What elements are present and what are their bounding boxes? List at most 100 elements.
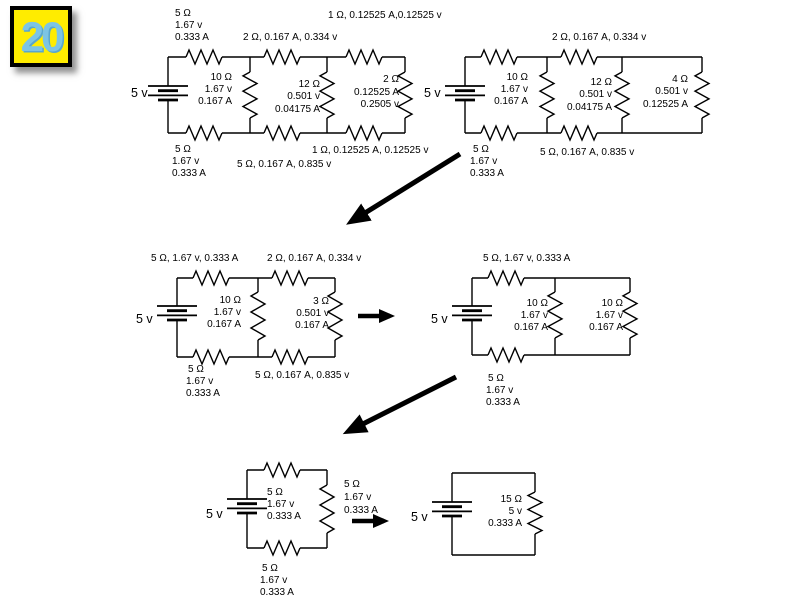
circuit-6-battery <box>432 501 472 518</box>
c2-bottom1-label: 0.333 A <box>470 168 504 179</box>
arrow-step3-to-step4 <box>342 374 458 435</box>
c3-top1-label: 5 Ω, 1.67 v, 0.333 A <box>151 253 239 264</box>
c1-shunt2-label: 12 Ω <box>299 79 321 90</box>
c5-bottom1-label: 1.67 v <box>260 575 287 586</box>
c1-shunt1-label: 1.67 v <box>205 84 232 95</box>
c2-shunt2-label: 0.501 v <box>579 89 612 100</box>
c5-right1-label: 5 Ω <box>344 479 360 490</box>
c1-shunt3-label: 0.2505 v <box>361 99 399 110</box>
c3-shunt1-label: 10 Ω <box>220 295 242 306</box>
c4-bottom1-label: 5 Ω <box>488 373 504 384</box>
c5-top1-label: 0.333 A <box>267 511 301 522</box>
c4-shunt1-label: 0.167 A <box>514 322 548 333</box>
circuit-5-wires <box>246 469 328 549</box>
resistor-10ohm-shunt <box>241 71 259 119</box>
c1-shunt1-label: 0.167 A <box>198 96 232 107</box>
circuit-1-battery <box>148 85 188 102</box>
resistor-10ohm-shunt <box>538 71 556 119</box>
circuit-2-battery <box>445 85 485 102</box>
c2-bottom2-label: 5 Ω, 0.167 A, 0.835 v <box>540 147 634 158</box>
c1-top2-label: 2 Ω, 0.167 A, 0.334 v <box>243 32 337 43</box>
c4-top1-label: 5 Ω, 1.67 v, 0.333 A <box>483 253 571 264</box>
c6-right1-label: 5 v <box>509 506 522 517</box>
circuit-3-battery <box>157 305 197 322</box>
c5-top1-label: 5 Ω <box>267 487 283 498</box>
circuit-6-final: 5 v 15 Ω 5 v 0.333 A <box>411 472 544 556</box>
c3-bottom1-label: 0.333 A <box>186 388 220 399</box>
circuit-2-step1: 5 v 2 Ω, 0.167 A, 0.334 v 10 Ω 1.67 v 0.… <box>424 32 711 179</box>
c5-right1-label: 1.67 v <box>344 492 371 503</box>
c2-shunt2-label: 0.04175 A <box>567 102 612 113</box>
resistor-5ohm-top <box>263 461 301 479</box>
resistor-5ohm-bottom-left <box>185 124 223 142</box>
c3-shunt2-label: 0.501 v <box>296 308 329 319</box>
c5-source-label: 5 v <box>206 507 223 521</box>
c3-shunt1-label: 0.167 A <box>207 319 241 330</box>
resistor-4ohm-shunt <box>693 71 711 119</box>
c2-top2-label: 2 Ω, 0.167 A, 0.334 v <box>552 32 646 43</box>
c1-bottom1-label: 5 Ω <box>175 144 191 155</box>
c4-shunt2-label: 0.167 A <box>589 322 623 333</box>
circuit-4-step3: 5 v 5 Ω, 1.67 v, 0.333 A 10 Ω 1.67 v 0.1… <box>431 253 639 408</box>
c1-shunt3-label: 2 Ω <box>383 74 399 85</box>
c1-top3-label: 1 Ω, 0.12525 A,0.12525 v <box>328 10 442 21</box>
resistor-2ohm-top <box>263 48 301 66</box>
c5-top1-label: 1.67 v <box>267 499 294 510</box>
c2-shunt3-label: 4 Ω <box>672 74 688 85</box>
c3-shunt2-label: 3 Ω <box>313 296 329 307</box>
c4-shunt1-label: 10 Ω <box>527 298 549 309</box>
c1-bottom1-label: 0.333 A <box>172 168 206 179</box>
c2-bottom1-label: 5 Ω <box>473 144 489 155</box>
c6-right1-label: 15 Ω <box>501 494 523 505</box>
circuit-2-wires <box>464 56 703 134</box>
resistor-5ohm-bottom-right <box>271 348 309 366</box>
c4-source-label: 5 v <box>431 312 448 326</box>
c4-shunt2-label: 10 Ω <box>602 298 624 309</box>
arrow-step1-to-step2 <box>346 151 462 225</box>
resistor-2ohm-top <box>271 269 309 287</box>
c5-bottom1-label: 5 Ω <box>262 563 278 574</box>
c3-shunt2-label: 0.167 A <box>295 320 329 331</box>
c6-right1-label: 0.333 A <box>488 518 522 529</box>
c3-shunt1-label: 1.67 v <box>214 307 241 318</box>
c1-top1-label: 1.67 v <box>175 20 202 31</box>
c1-bottom1-label: 1.67 v <box>172 156 199 167</box>
resistor-5ohm-top <box>192 269 230 287</box>
c3-top2-label: 2 Ω, 0.167 A, 0.334 v <box>267 253 361 264</box>
resistor-5ohm-bottom <box>263 539 301 557</box>
resistor-2ohm-top <box>560 48 598 66</box>
circuit-1-original: 5 v 5 Ω 1.67 v 0.333 A 2 Ω, 0.167 A, 0.3… <box>131 8 442 179</box>
c2-shunt1-label: 1.67 v <box>501 84 528 95</box>
resistor-5ohm-bottom <box>192 348 230 366</box>
resistor-1ohm-bottom <box>345 124 383 142</box>
c2-bottom1-label: 1.67 v <box>470 156 497 167</box>
c2-shunt1-label: 10 Ω <box>507 72 529 83</box>
resistor-5ohm-right <box>318 484 336 534</box>
c2-shunt3-label: 0.12525 A <box>643 99 688 110</box>
c1-source-label: 5 v <box>131 86 148 100</box>
circuit-4-battery <box>452 305 492 322</box>
c3-bottom1-label: 1.67 v <box>186 376 213 387</box>
resistor-12ohm-shunt <box>318 71 336 119</box>
c4-shunt1-label: 1.67 v <box>521 310 548 321</box>
resistor-10ohm-shunt <box>249 291 267 341</box>
resistor-5ohm-bottom <box>487 346 525 364</box>
c1-bottom2-label: 5 Ω, 0.167 A, 0.835 v <box>237 159 331 170</box>
circuit-3-step2: 5 v 5 Ω, 1.67 v, 0.333 A 2 Ω, 0.167 A, 0… <box>136 253 361 399</box>
c1-bottom3-label: 1 Ω, 0.12525 A, 0.12525 v <box>312 145 428 156</box>
circuit-5-battery <box>227 498 267 515</box>
resistor-5ohm-bottom-mid <box>560 124 598 142</box>
c4-bottom1-label: 1.67 v <box>486 385 513 396</box>
resistor-1ohm-top <box>345 48 383 66</box>
c3-bottom1-label: 5 Ω <box>188 364 204 375</box>
c5-bottom1-label: 0.333 A <box>260 587 294 598</box>
resistor-15ohm-right <box>526 491 544 535</box>
c5-right1-label: 0.333 A <box>344 505 378 516</box>
resistor-5ohm-bottom-left <box>480 124 518 142</box>
resistor-10ohm-shunt-mid <box>546 291 564 339</box>
c6-source-label: 5 v <box>411 510 428 524</box>
c4-shunt2-label: 1.67 v <box>596 310 623 321</box>
c1-top1-label: 0.333 A <box>175 32 209 43</box>
